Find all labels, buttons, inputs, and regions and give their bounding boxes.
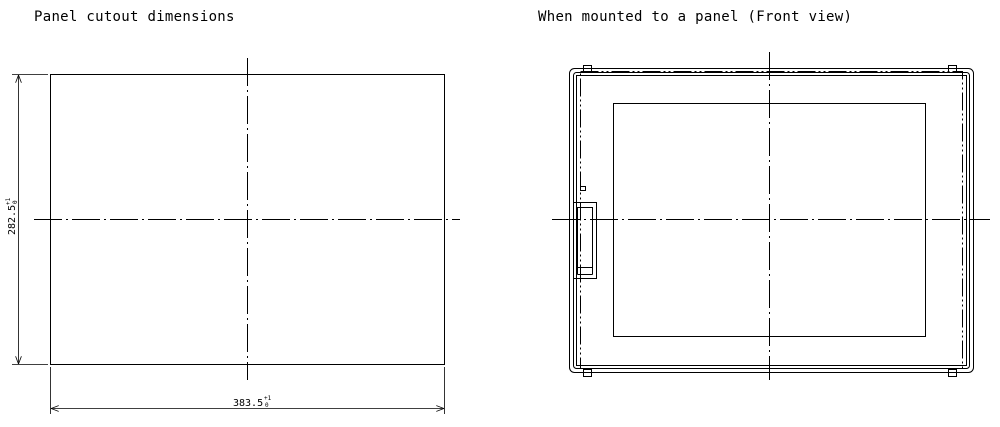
mounting-clip-top-right	[948, 65, 957, 73]
cutout-drawing	[12, 58, 460, 414]
height-dim-value: 282.5	[7, 205, 18, 235]
bezel-inner-edge	[576, 75, 967, 366]
mounting-clip-bottom-left	[583, 369, 592, 377]
front-view-title: When mounted to a panel (Front view)	[538, 9, 853, 25]
side-connector	[573, 186, 597, 279]
width-dim-label: 383.5 +1 0	[233, 395, 272, 409]
bezel-outer	[569, 68, 974, 373]
width-dimension	[50, 367, 445, 414]
height-dimension	[12, 74, 48, 365]
hidden-cutout-outline	[580, 71, 963, 369]
width-dim-tol-lower: 0	[265, 402, 269, 409]
mounting-clip-bottom-right	[948, 369, 957, 377]
mounting-clip-top-left	[583, 65, 592, 73]
height-dim-tol-lower: 0	[12, 200, 19, 204]
height-dim-label: 282.5 +1 0	[5, 197, 19, 235]
height-dim-tol-upper: +1	[5, 197, 12, 205]
width-dim-tol-upper: +1	[264, 395, 272, 402]
bezel-inner	[573, 72, 970, 369]
width-dim-value: 383.5	[233, 398, 263, 409]
cutout-title: Panel cutout dimensions	[34, 9, 235, 25]
front-view-drawing	[552, 52, 990, 380]
